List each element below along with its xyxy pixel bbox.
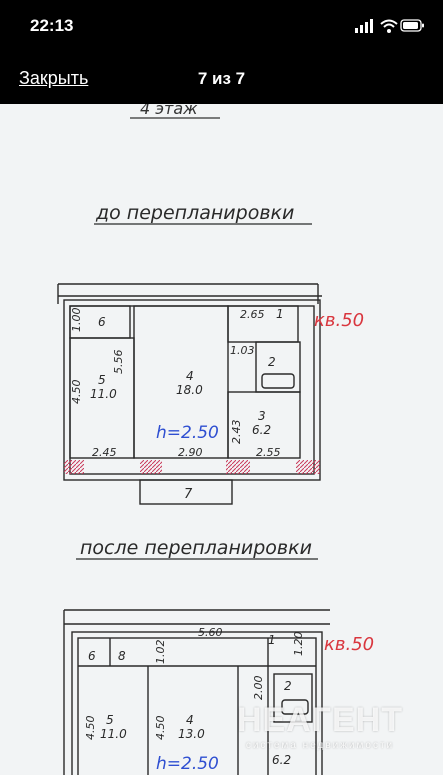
room-before-3-area: 6.2	[252, 423, 271, 437]
room-after-3-area: 6.2	[272, 753, 291, 767]
image-counter: 7 из 7	[197, 69, 246, 88]
room-after-1: 1	[268, 633, 276, 647]
image-viewer[interactable]: 4 этаж до перепланировки	[0, 104, 443, 775]
dim-before-4: 4.50	[70, 380, 83, 405]
room-before-3: 3	[258, 409, 266, 423]
status-icons	[355, 19, 424, 33]
before-hatched-walls	[64, 460, 320, 474]
close-button[interactable]: Закрыть	[19, 68, 89, 88]
room-after-4-area: 13.0	[178, 727, 205, 741]
after-apartment: кв.50	[324, 634, 374, 655]
watermark: НЕАГЕНТ система недвижимости	[237, 701, 403, 751]
status-time: 22:13	[30, 16, 74, 35]
room-before-6: 6	[98, 315, 106, 329]
before-heading: до перепланировки	[95, 202, 294, 224]
after-heading: после перепланировки	[80, 537, 312, 559]
cellular-signal-icon	[355, 19, 373, 33]
dim-after-2: 1.20	[292, 632, 305, 657]
watermark-subtitle: система недвижимости	[245, 740, 395, 751]
dim-before-6: 2.43	[230, 420, 243, 445]
floor-plan-image: 4 этаж до перепланировки	[57, 104, 374, 775]
dim-before-2: 1.03	[230, 344, 255, 357]
dim-before-8: 2.90	[178, 446, 203, 459]
dim-before-1: 2.65	[240, 308, 265, 321]
room-before-4: 4	[186, 369, 194, 383]
dim-after-6: 4.50	[154, 716, 167, 741]
battery-icon	[400, 19, 424, 32]
status-bar: 22:13	[0, 0, 443, 56]
before-height: h=2.50	[156, 423, 219, 443]
room-before-1: 1	[276, 307, 284, 321]
dim-after-3: 1.02	[154, 640, 167, 665]
dim-before-10: 7	[184, 487, 193, 502]
room-before-2: 2	[268, 355, 276, 369]
dim-after-1: 5.60	[198, 626, 223, 639]
room-before-5-area: 11.0	[90, 387, 117, 401]
room-after-4: 4	[186, 713, 194, 727]
dim-after-5: 4.50	[84, 716, 97, 741]
room-after-5-area: 11.0	[100, 727, 127, 741]
dim-after-4: 2.00	[252, 676, 265, 701]
room-before-5: 5	[98, 373, 106, 387]
floor-label: 4 этаж	[140, 104, 198, 118]
dim-before-5: 1.00	[70, 308, 83, 333]
watermark-brand: НЕАГЕНТ	[236, 701, 403, 739]
room-after-5: 5	[106, 713, 114, 727]
wifi-icon	[380, 19, 398, 33]
dim-before-3: 5.56	[112, 350, 125, 375]
dim-before-7: 2.45	[92, 446, 117, 459]
before-apartment: кв.50	[314, 310, 364, 331]
room-after-2: 2	[284, 679, 292, 693]
dim-before-9: 2.55	[256, 446, 281, 459]
room-before-4-area: 18.0	[176, 383, 203, 397]
plan-after	[63, 609, 330, 775]
room-after-6: 6	[88, 649, 96, 663]
viewer-nav-bar: Закрыть 7 из 7	[0, 56, 443, 104]
room-after-8: 8	[118, 649, 126, 663]
plan-before	[57, 283, 322, 505]
after-height: h=2.50	[156, 754, 219, 774]
